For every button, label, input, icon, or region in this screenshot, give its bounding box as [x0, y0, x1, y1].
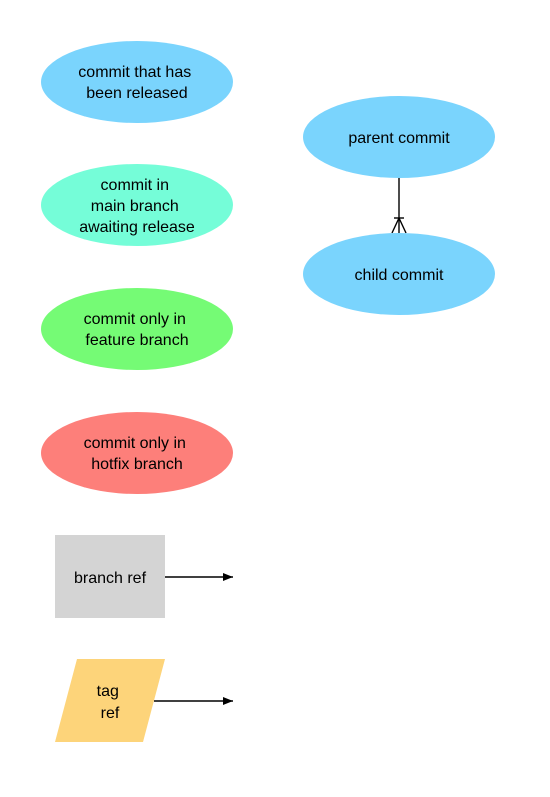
tag-ref-label-line-2: ref: [101, 705, 120, 722]
svg-text:child commit: child commit: [355, 267, 444, 284]
tag-ref-shape: [55, 659, 165, 742]
parent-commit-shape: [303, 96, 495, 178]
main-branch-commit-label-line-1: commit in: [101, 177, 169, 194]
tag-ref-node: tag ref: [55, 659, 165, 742]
svg-text:tag ref: tag ref: [97, 683, 124, 722]
parent-child-edge: [391, 178, 407, 234]
hotfix-branch-commit-label-line-1: commit only in: [84, 435, 186, 452]
svg-text:commit only in feature b: commit only in feature branch: [84, 311, 191, 349]
svg-text:commit only in hotfix br: commit only in hotfix branch: [84, 435, 191, 473]
branch-ref-shape: [55, 535, 165, 618]
child-commit-node: child commit: [303, 233, 495, 315]
hotfix-branch-commit-label-line-2: hotfix branch: [91, 456, 183, 473]
svg-text:commit in main branch: commit in main branch awaiting release: [79, 177, 195, 236]
released-commit-label-line-1: commit that has: [78, 64, 191, 81]
released-commit-node: commit that has been released: [41, 41, 233, 123]
crows-foot-left-prong: [391, 217, 400, 234]
child-commit-shape: [303, 233, 495, 315]
main-branch-commit-label-line-3: awaiting release: [79, 219, 195, 236]
released-commit-shape: [41, 41, 233, 123]
child-commit-label: child commit: [355, 267, 444, 284]
crows-foot-right-prong: [398, 217, 407, 234]
parent-commit-label: parent commit: [348, 130, 450, 147]
hotfix-branch-commit-shape: [41, 412, 233, 494]
feature-branch-commit-shape: [41, 288, 233, 370]
tag-ref-label-line-1: tag: [97, 683, 119, 700]
hotfix-branch-commit-node: commit only in hotfix branch: [41, 412, 233, 494]
branch-ref-node: branch ref: [55, 535, 165, 618]
released-commit-label-line-2: been released: [86, 85, 187, 102]
feature-branch-commit-label-line-1: commit only in: [84, 311, 186, 328]
parent-commit-node: parent commit: [303, 96, 495, 178]
branch-ref-label: branch ref: [74, 570, 147, 587]
main-branch-commit-label-line-2: main branch: [91, 198, 179, 215]
svg-text:branch ref: branch ref: [74, 570, 147, 587]
svg-text:parent commit: parent commit: [348, 130, 450, 147]
feature-branch-commit-label-line-2: feature branch: [85, 332, 188, 349]
main-branch-commit-shape: [41, 164, 233, 246]
svg-text:commit that has been rel: commit that has been released: [78, 64, 195, 102]
main-branch-commit-node: commit in main branch awaiting release: [41, 164, 233, 246]
feature-branch-commit-node: commit only in feature branch: [41, 288, 233, 370]
